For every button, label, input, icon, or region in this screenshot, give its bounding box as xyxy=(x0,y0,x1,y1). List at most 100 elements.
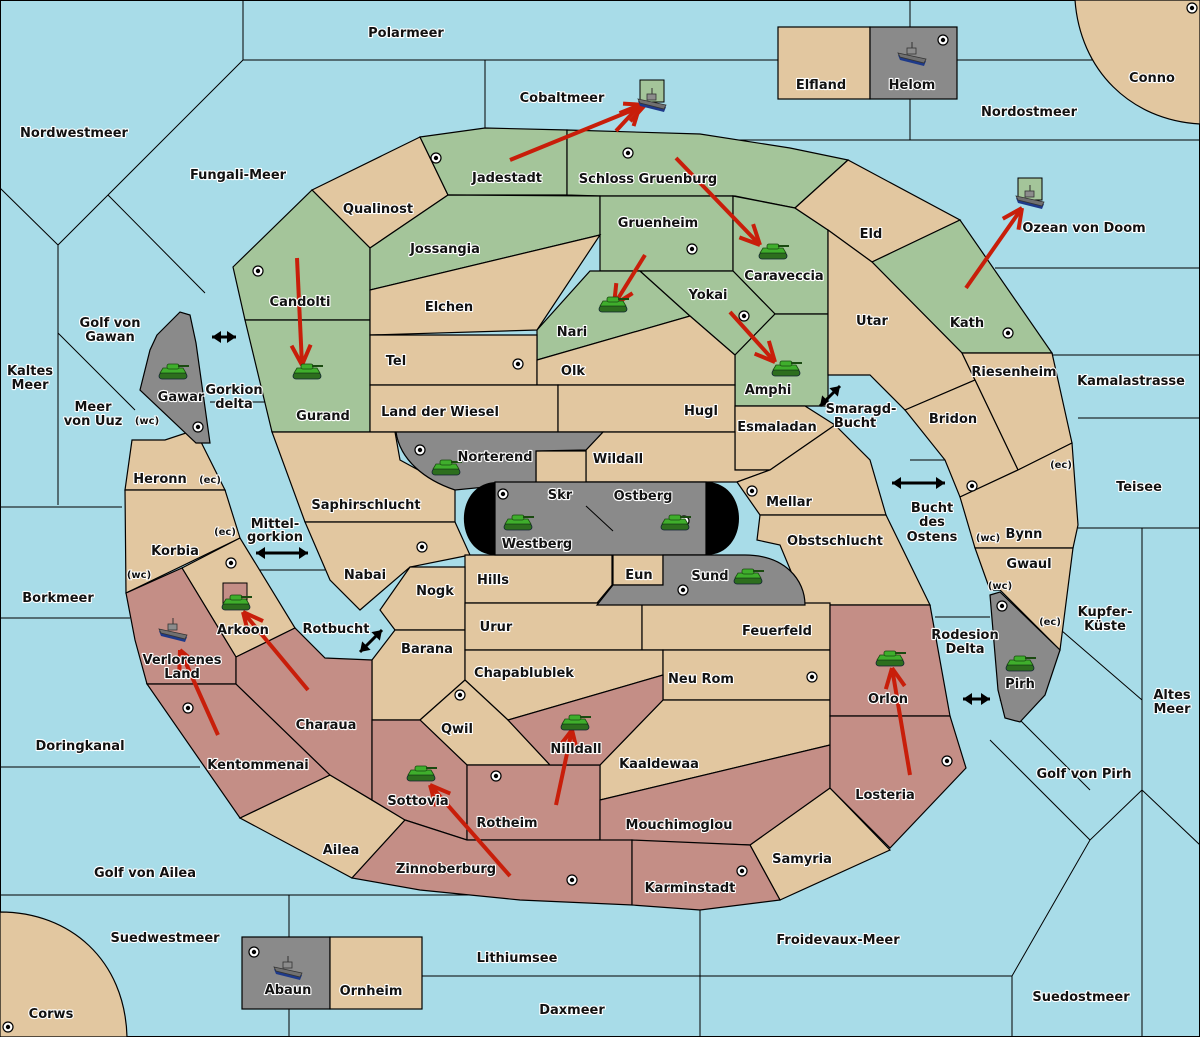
label-ostberg: Ostberg xyxy=(614,489,673,504)
supply-center-dot xyxy=(185,705,191,711)
territory-karminstadt[interactable] xyxy=(631,839,781,911)
fleet-icon[interactable] xyxy=(1015,185,1045,209)
order-arrow xyxy=(295,257,304,366)
territory-olk[interactable] xyxy=(536,315,736,386)
label-nari: Nari xyxy=(557,325,588,340)
tank-icon[interactable] xyxy=(733,568,764,585)
tank-icon[interactable] xyxy=(660,514,691,531)
tank-icon[interactable] xyxy=(875,650,906,667)
label-teisee: Teisee xyxy=(1116,480,1162,495)
impassable-west xyxy=(463,482,495,555)
supply-center-dot xyxy=(749,488,755,494)
arrowhead xyxy=(892,477,901,489)
label-bridon: Bridon xyxy=(929,412,977,427)
label-mittel2: gorkion xyxy=(247,530,303,545)
tank-icon[interactable] xyxy=(292,363,323,380)
arrowhead xyxy=(981,693,990,705)
territory-heronn[interactable] xyxy=(124,429,226,491)
label-chapablublek: Chapablublek xyxy=(474,666,574,681)
territory-sund[interactable] xyxy=(595,554,806,606)
territory-gwaul[interactable] xyxy=(974,547,1074,652)
label-polarmeer: Polarmeer xyxy=(368,26,444,41)
label-esmaladan: Esmaladan xyxy=(737,420,817,435)
fleet-icon[interactable] xyxy=(897,42,927,66)
label-karminstadt: Karminstadt xyxy=(645,881,736,896)
territory-corws[interactable] xyxy=(0,911,128,1037)
supply-center-dot xyxy=(944,758,950,764)
label-kupfer1: Kupfer- xyxy=(1078,605,1133,620)
territory-gruenheim[interactable] xyxy=(599,195,734,272)
supply-center-dot xyxy=(569,877,575,883)
label-bucht2: des xyxy=(919,515,945,530)
tank-icon[interactable] xyxy=(758,243,789,260)
label-amphi: Amphi xyxy=(745,383,792,398)
label-hills: Hills xyxy=(477,573,509,588)
label-mellar: Mellar xyxy=(766,495,812,510)
tank-icon[interactable] xyxy=(431,459,462,476)
arrowhead xyxy=(212,331,221,343)
arrowhead xyxy=(227,331,236,343)
label-abaun: Abaun xyxy=(265,983,312,998)
label-jossangia: Jossangia xyxy=(409,242,480,257)
territory-ornheim[interactable] xyxy=(329,936,423,1010)
label-kath: Kath xyxy=(950,316,984,331)
label-mittel1: Mittel- xyxy=(251,517,300,532)
label-kaltes1: Kaltes xyxy=(7,364,53,379)
label-smaragd2: Bucht xyxy=(834,416,876,431)
fleet-icon[interactable] xyxy=(273,956,303,980)
label-losteria: Losteria xyxy=(855,788,915,803)
tank-icon[interactable] xyxy=(598,296,629,313)
territory-losteria[interactable] xyxy=(829,715,967,849)
label-rodesion2: Delta xyxy=(945,642,984,657)
label-wiesel: Land der Wiesel xyxy=(381,405,499,420)
label-korbia: Korbia xyxy=(151,544,199,559)
label-riesenheim: Riesenheim xyxy=(971,365,1056,380)
label-sottovia: Sottovia xyxy=(387,794,448,809)
tank-icon[interactable] xyxy=(560,714,591,731)
label-jadestadt: Jadestadt xyxy=(471,171,542,186)
territory-mouchimoglou[interactable] xyxy=(599,744,831,846)
territory-norterend[interactable] xyxy=(395,431,605,491)
label-olk: Olk xyxy=(561,364,586,379)
label-bucht3: Ostens xyxy=(907,530,958,545)
label-gawan1: Golf von xyxy=(80,316,141,331)
order-arrowhead xyxy=(242,610,264,623)
tank-icon[interactable] xyxy=(1005,655,1036,672)
arrowhead xyxy=(936,477,945,489)
tank-icon[interactable] xyxy=(221,594,252,611)
tank-icon[interactable] xyxy=(503,514,534,531)
label-gawan2: Gawan xyxy=(85,330,134,345)
territory-elfland[interactable] xyxy=(777,26,871,100)
label-tel: Tel xyxy=(386,354,406,369)
label-orlon: Orlon xyxy=(868,692,908,707)
label-nilldall: Nilldall xyxy=(550,742,601,757)
territory-conno[interactable] xyxy=(1074,0,1200,125)
adjacency-arrows xyxy=(212,331,990,705)
fleet-icon[interactable] xyxy=(637,88,667,112)
supply-center-dot xyxy=(251,949,257,955)
order-arrowhead xyxy=(1016,207,1024,231)
coast-gawar-wc: (wc) xyxy=(135,416,159,427)
fleet-icon[interactable] xyxy=(158,618,188,642)
label-nordostmeer: Nordostmeer xyxy=(981,105,1078,120)
label-sund: Sund xyxy=(691,569,728,584)
tank-icon[interactable] xyxy=(406,765,437,782)
label-uuz1: Meer xyxy=(75,400,113,415)
order-arrow xyxy=(890,667,912,776)
label-daxmeer: Daxmeer xyxy=(539,1003,605,1018)
label-ozean: Ozean von Doom xyxy=(1022,221,1145,236)
label-lithiumsee: Lithiumsee xyxy=(477,951,558,966)
label-doringkanal: Doringkanal xyxy=(35,739,124,754)
tank-icon[interactable] xyxy=(158,363,189,380)
order-arrowhead xyxy=(241,611,251,634)
label-skr: Skr xyxy=(548,488,573,503)
coast-bynn-wc: (wc) xyxy=(976,533,1000,544)
label-kamala: Kamalastrasse xyxy=(1077,374,1185,389)
label-altes2: Meer xyxy=(1154,702,1192,717)
territory-elchen[interactable] xyxy=(369,234,602,336)
order-arrowhead xyxy=(300,343,313,366)
tank-icon[interactable] xyxy=(771,360,802,377)
label-westberg: Westberg xyxy=(502,537,572,552)
label-bynn: Bynn xyxy=(1006,527,1043,542)
